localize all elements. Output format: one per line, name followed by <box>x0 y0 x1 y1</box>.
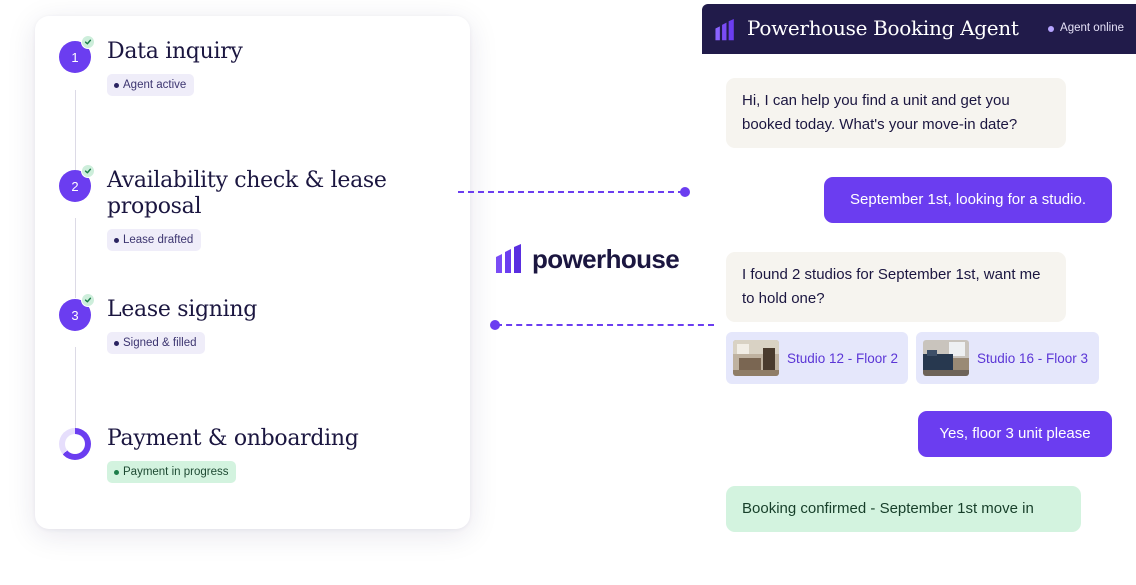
status-badge: Lease drafted <box>107 229 202 251</box>
status-badge: Payment in progress <box>107 461 237 483</box>
chat-header: Powerhouse Booking Agent Agent online <box>702 4 1136 54</box>
powerhouse-logo: powerhouse <box>494 242 680 276</box>
unit-card-studio-16[interactable]: Studio 16 - Floor 3 <box>916 332 1099 384</box>
check-icon <box>81 35 95 49</box>
connector-line <box>496 324 714 326</box>
powerhouse-logo-icon <box>715 19 734 41</box>
user-message: September 1st, looking for a studio. <box>824 177 1112 223</box>
unit-label: Studio 12 - Floor 2 <box>787 350 899 366</box>
step-title: Data inquiry <box>107 39 243 64</box>
progress-spinner-icon <box>59 428 91 460</box>
step-connector <box>75 90 76 170</box>
agent-status: Agent online <box>1048 22 1124 34</box>
connector-line <box>458 191 684 193</box>
agent-message: Hi, I can help you find a unit and get y… <box>726 78 1066 148</box>
check-icon <box>81 164 95 178</box>
unit-photo <box>733 340 779 376</box>
unit-photo <box>923 340 969 376</box>
connector-dot <box>680 187 690 197</box>
unit-label: Studio 16 - Floor 3 <box>977 350 1089 366</box>
workflow-steps-card: 1 Data inquiry Agent active 2 Availabili… <box>35 16 470 529</box>
step-title: Payment & onboarding <box>107 426 359 451</box>
powerhouse-logo-icon <box>496 244 521 273</box>
brand-name: powerhouse <box>532 243 680 274</box>
unit-card-studio-12[interactable]: Studio 12 - Floor 2 <box>726 332 908 384</box>
status-badge: Signed & filled <box>107 332 205 354</box>
check-icon <box>81 293 95 307</box>
step-connector <box>75 218 76 298</box>
status-badge: Agent active <box>107 74 195 96</box>
user-message: Yes, floor 3 unit please <box>918 411 1112 457</box>
agent-message: I found 2 studios for September 1st, wan… <box>726 252 1066 322</box>
step-title: Lease signing <box>107 297 258 322</box>
step-title: Availability check & lease proposal <box>107 168 387 219</box>
connector-dot <box>490 320 500 330</box>
step-connector <box>75 347 76 429</box>
booking-confirmation: Booking confirmed - September 1st move i… <box>726 486 1081 532</box>
chat-title: Powerhouse Booking Agent <box>747 16 1019 40</box>
